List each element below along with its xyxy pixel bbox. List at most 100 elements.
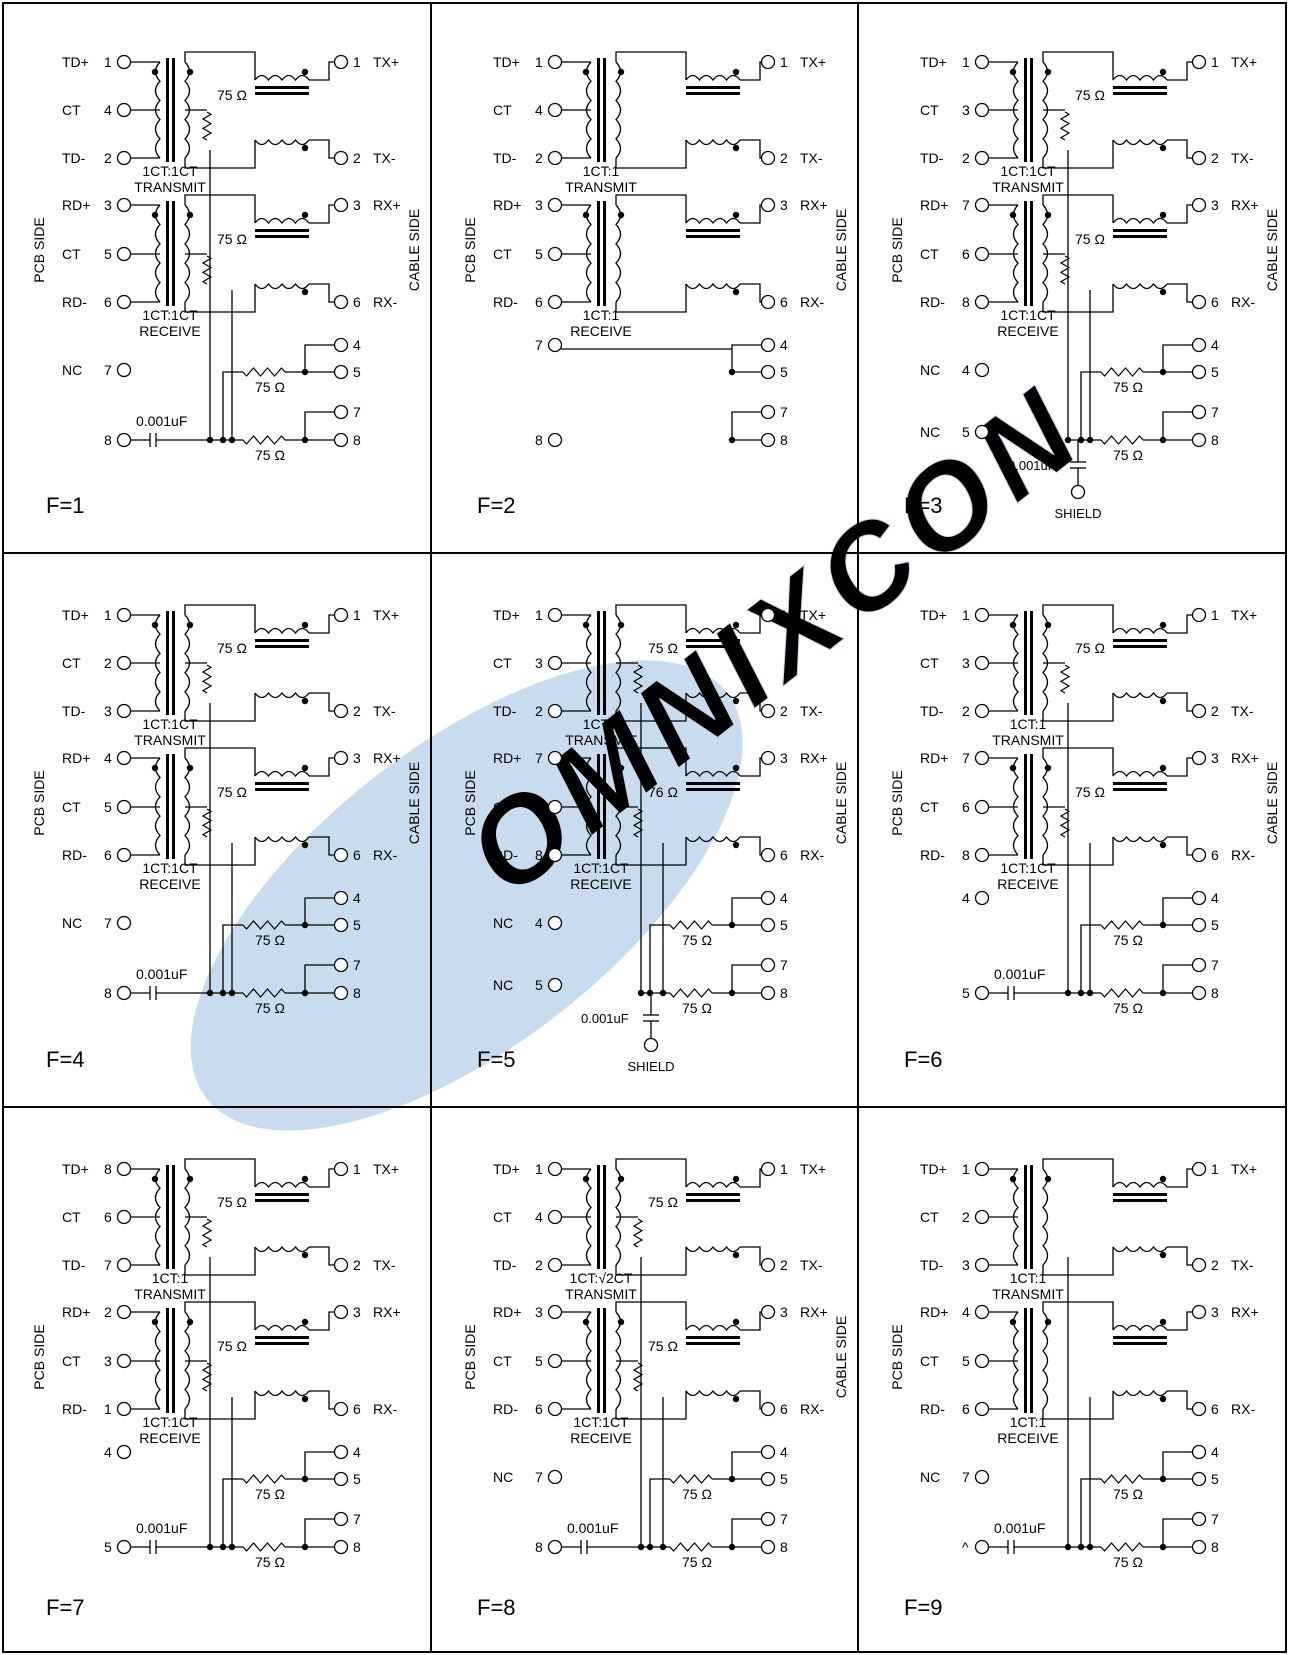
left-pin-name: RD- bbox=[493, 294, 518, 310]
right-pin-name: TX+ bbox=[800, 54, 826, 70]
junction-dot bbox=[646, 1543, 654, 1551]
transformer-label: TRANSMIT bbox=[565, 179, 637, 195]
wire bbox=[1042, 1301, 1114, 1330]
left-pin-number: 1 bbox=[535, 1161, 543, 1177]
wire bbox=[1042, 194, 1114, 223]
wire bbox=[615, 194, 687, 223]
choke-core bbox=[1113, 92, 1167, 95]
nc-pin-circle bbox=[974, 1469, 990, 1485]
left-pin-number: 5 bbox=[104, 246, 112, 262]
right-pin-circle bbox=[333, 847, 349, 863]
nc-label: NC bbox=[920, 362, 940, 378]
transformer-label: 1CT:1 bbox=[583, 163, 620, 179]
left-pin-name: CT bbox=[920, 799, 939, 815]
choke-core bbox=[255, 86, 309, 89]
coil-winding bbox=[254, 138, 310, 146]
wire bbox=[309, 1311, 335, 1331]
left-pin-number: 1 bbox=[535, 607, 543, 623]
wire bbox=[1162, 964, 1193, 993]
term-pin-number: 7 bbox=[1211, 957, 1219, 973]
transformer-label: 1CT:1 bbox=[1010, 1270, 1047, 1286]
bottom-left-pin-number: 8 bbox=[104, 432, 112, 448]
wire bbox=[309, 614, 335, 634]
left-pin-circle bbox=[116, 703, 132, 719]
right-pin-circle bbox=[1191, 1161, 1207, 1177]
core-bar bbox=[166, 1165, 169, 1269]
term-resistor-value: 75 Ω bbox=[1113, 1554, 1143, 1570]
wire bbox=[1167, 1311, 1193, 1331]
junction-dot bbox=[219, 989, 227, 997]
wire bbox=[740, 757, 762, 777]
wire bbox=[1167, 1168, 1193, 1188]
right-pin-name: TX- bbox=[800, 703, 823, 719]
wire bbox=[740, 139, 762, 159]
resistor bbox=[242, 367, 286, 377]
term-resistor-value: 75 Ω bbox=[682, 1486, 712, 1502]
term-pin-circle bbox=[760, 917, 776, 933]
wire bbox=[184, 194, 256, 223]
resistor bbox=[1100, 1542, 1144, 1552]
wire bbox=[615, 693, 687, 722]
left-pin-circle bbox=[547, 1353, 563, 1369]
right-pin-name: RX+ bbox=[800, 197, 828, 213]
choke-core bbox=[1113, 645, 1167, 648]
term-pin-circle bbox=[333, 1444, 349, 1460]
term-resistor-value: 75 Ω bbox=[1113, 379, 1143, 395]
left-pin-number: 3 bbox=[962, 655, 970, 671]
left-pin-name: TD- bbox=[920, 703, 944, 719]
term-resistor-value: 75 Ω bbox=[682, 932, 712, 948]
capacitor-value: 0.001uF bbox=[567, 1520, 618, 1536]
coil-winding bbox=[615, 61, 622, 159]
right-pin-circle bbox=[760, 150, 776, 166]
resistor bbox=[669, 920, 713, 930]
term-pin-number: 4 bbox=[780, 1444, 788, 1460]
right-pin-circle bbox=[1191, 847, 1207, 863]
ct-resistor-value: 75 Ω bbox=[217, 231, 247, 247]
right-pin-number: 3 bbox=[780, 197, 788, 213]
coil-winding bbox=[1112, 627, 1168, 635]
left-pin-number: 1 bbox=[104, 607, 112, 623]
right-pin-number: 6 bbox=[780, 1401, 788, 1417]
left-pin-circle bbox=[547, 607, 563, 623]
junction-dot bbox=[582, 1175, 590, 1183]
left-pin-name: RD- bbox=[62, 294, 87, 310]
bottom-left-pin-number: 7 bbox=[535, 337, 543, 353]
wire bbox=[184, 693, 256, 722]
junction-dot bbox=[151, 68, 159, 76]
left-pin-name: RD+ bbox=[493, 197, 521, 213]
resistor bbox=[242, 435, 286, 445]
left-pin-circle bbox=[974, 799, 990, 815]
choke-core bbox=[1113, 1193, 1167, 1196]
term-pin-circle bbox=[333, 985, 349, 1001]
coil-winding bbox=[1112, 1181, 1168, 1189]
wire bbox=[1167, 204, 1193, 224]
wire bbox=[615, 1301, 687, 1330]
right-pin-number: 3 bbox=[1211, 197, 1219, 213]
junction-dot bbox=[151, 211, 159, 219]
core-bar bbox=[603, 1308, 606, 1413]
right-pin-name: RX+ bbox=[373, 750, 401, 766]
core-bar bbox=[597, 754, 600, 859]
capacitor-value: 0.001uF bbox=[1008, 458, 1056, 473]
right-pin-name: RX- bbox=[1231, 1401, 1255, 1417]
left-pin-number: 6 bbox=[535, 294, 543, 310]
left-pin-number: 2 bbox=[104, 150, 112, 166]
left-pin-name: TD- bbox=[62, 150, 86, 166]
term-pin-circle bbox=[333, 1539, 349, 1555]
resistor bbox=[242, 1542, 286, 1552]
left-pin-number: 7 bbox=[535, 750, 543, 766]
wire bbox=[1167, 757, 1193, 777]
wire bbox=[184, 604, 256, 633]
cable-side-label: CABLE SIDE bbox=[833, 762, 849, 844]
transformer-label: TRANSMIT bbox=[992, 732, 1064, 748]
core-bar bbox=[172, 1165, 175, 1269]
left-pin-circle bbox=[116, 799, 132, 815]
right-pin-name: TX+ bbox=[800, 1161, 826, 1177]
left-pin-name: CT bbox=[62, 655, 81, 671]
junction-dot bbox=[301, 1318, 309, 1326]
coil-winding bbox=[685, 138, 741, 146]
right-pin-name: RX- bbox=[800, 294, 824, 310]
coil-winding bbox=[1112, 282, 1168, 290]
junction-dot bbox=[186, 68, 194, 76]
right-pin-circle bbox=[760, 703, 776, 719]
